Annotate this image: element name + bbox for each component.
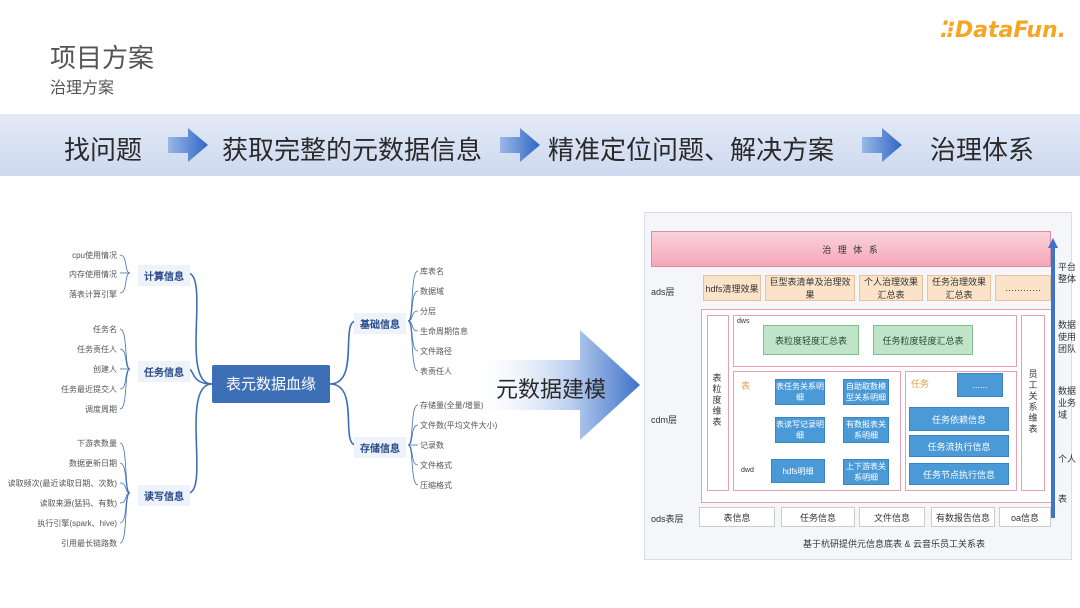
mindmap-leaf: 读取频次(最近读取日期、次数) [7, 479, 117, 488]
table-section-label: 表 [741, 381, 751, 391]
ods-layer-label: ods表层 [651, 514, 684, 524]
task-detail-item: 任务流执行信息 [909, 435, 1009, 457]
mindmap-leaf: 记录数 [420, 441, 444, 450]
mindmap-leaf: 文件格式 [420, 461, 452, 470]
ads-item: 个人治理效果汇总表 [859, 275, 923, 301]
cdm-layer-label: cdm层 [651, 415, 678, 425]
page-subtitle: 治理方案 [50, 78, 115, 97]
mindmap-leaf: 读取来源(猛犸、有数) [39, 499, 117, 508]
dws-label: dws [737, 318, 750, 325]
table-detail-item: 上下游表关系明细 [843, 459, 889, 485]
category-basic: 基础信息 [354, 313, 406, 334]
mindmap-leaf: 压缩格式 [420, 481, 452, 490]
task-detail-item: 任务依赖信息 [909, 407, 1009, 431]
side-level-table: 表 [1058, 495, 1068, 505]
ads-item: 任务治理效果汇总表 [927, 275, 991, 301]
table-detail-item: hdfs明细 [771, 459, 825, 483]
table-dim-label: 表粒度维表 [712, 373, 722, 427]
ods-item: 文件信息 [859, 507, 925, 527]
ads-layer-label: ads层 [651, 287, 675, 297]
ads-item: 巨型表清单及治理效果 [765, 275, 855, 301]
mindmap-leaf: 创建人 [93, 365, 117, 374]
table-dim-frame [707, 315, 729, 491]
mindmap-leaf: 存储量(全量/增量) [420, 401, 484, 410]
mindmap-leaf: 执行引擎(spark、hive) [37, 519, 117, 528]
mindmap-leaf: cpu使用情况 [72, 251, 117, 260]
dwd-label: dwd [741, 467, 754, 474]
step-find-problem: 找问题 [64, 136, 143, 166]
mindmap-leaf: 落表计算引擎 [69, 290, 117, 299]
ods-item: oa信息 [999, 507, 1051, 527]
level-up-arrow-icon [1048, 238, 1058, 518]
mindmap-leaf: 分层 [420, 307, 436, 316]
side-level-person: 个人 [1058, 455, 1077, 465]
modeling-arrow-icon [470, 330, 640, 440]
category-compute: 计算信息 [138, 265, 190, 286]
datafun-logo: ⁚⁝DataFun. [940, 18, 1066, 43]
mindmap-leaf: 任务名 [93, 325, 117, 334]
mindmap-root: 表元数据血缘 [212, 365, 330, 403]
dws-item: 任务粒度轻度汇总表 [873, 325, 973, 355]
mindmap-leaf: 文件数(平均文件大小) [420, 421, 498, 430]
mindmap-leaf: 调度周期 [85, 405, 117, 414]
table-detail-item: 有数报表关系明细 [843, 417, 889, 443]
table-detail-item: 表任务关系明细 [775, 379, 825, 405]
step-locate-solve: 精准定位问题、解决方案 [548, 136, 835, 166]
side-level-domain: 数据业务域 [1058, 387, 1077, 421]
source-footer: 基于杭研提供元信息底表 & 云音乐员工关系表 [803, 539, 986, 549]
mindmap-leaf: 库表名 [420, 267, 444, 276]
dws-item: 表粒度轻度汇总表 [763, 325, 859, 355]
mindmap-leaf: 任务最近提交人 [61, 385, 117, 394]
mindmap-leaf: 生命周期信息 [420, 327, 468, 336]
mindmap-leaf: 文件路径 [420, 347, 452, 356]
governance-banner: 治 理 体 系 [651, 231, 1051, 267]
process-band [0, 114, 1080, 176]
step-get-metadata: 获取完整的元数据信息 [222, 136, 483, 166]
ads-item: hdfs清理效果 [703, 275, 761, 301]
metadata-lineage-mindmap: 表元数据血缘 计算信息 cpu使用情况 内存使用情况 落表计算引擎 任务信息 任… [8, 235, 500, 555]
step-arrow-icon [862, 128, 902, 162]
ods-item: 有数报告信息 [931, 507, 995, 527]
mindmap-leaf: 任务责任人 [77, 345, 117, 354]
task-detail-item: 任务节点执行信息 [909, 463, 1009, 485]
side-level-platform: 平台整体 [1058, 263, 1077, 285]
modeling-label: 元数据建模 [496, 378, 607, 403]
mindmap-leaf: 数据域 [420, 287, 444, 296]
mindmap-leaf: 下游表数量 [77, 439, 117, 448]
step-arrow-icon [500, 128, 540, 162]
table-detail-item: 表读写记录明细 [775, 417, 825, 443]
step-arrow-icon [168, 128, 208, 162]
mindmap-leaf: 数据更新日期 [69, 459, 117, 468]
mindmap-connectors [119, 254, 419, 544]
category-task: 任务信息 [138, 361, 190, 382]
ods-item: 任务信息 [781, 507, 855, 527]
task-detail-item: ...... [957, 373, 1003, 397]
category-read-write: 读写信息 [138, 485, 190, 506]
governance-architecture: 治 理 体 系 ads层 hdfs清理效果 巨型表清单及治理效果 个人治理效果汇… [644, 212, 1072, 560]
staff-dim-frame [1021, 315, 1045, 491]
page-title: 项目方案 [50, 44, 155, 74]
mindmap-leaf: 内存使用情况 [69, 270, 117, 279]
category-storage: 存储信息 [354, 437, 406, 458]
ods-item: 表信息 [699, 507, 775, 527]
staff-dim-label: 员工关系维表 [1028, 369, 1038, 434]
step-governance-system: 治理体系 [930, 136, 1035, 166]
side-level-team: 数据使用团队 [1058, 321, 1077, 355]
mindmap-leaf: 表责任人 [420, 367, 452, 376]
mindmap-leaf: 引用最长链路数 [61, 539, 117, 548]
table-detail-item: 自助取数模型关系明细 [843, 379, 889, 405]
ads-item: ………… [995, 275, 1051, 301]
task-section-label: 任务 [911, 379, 930, 389]
